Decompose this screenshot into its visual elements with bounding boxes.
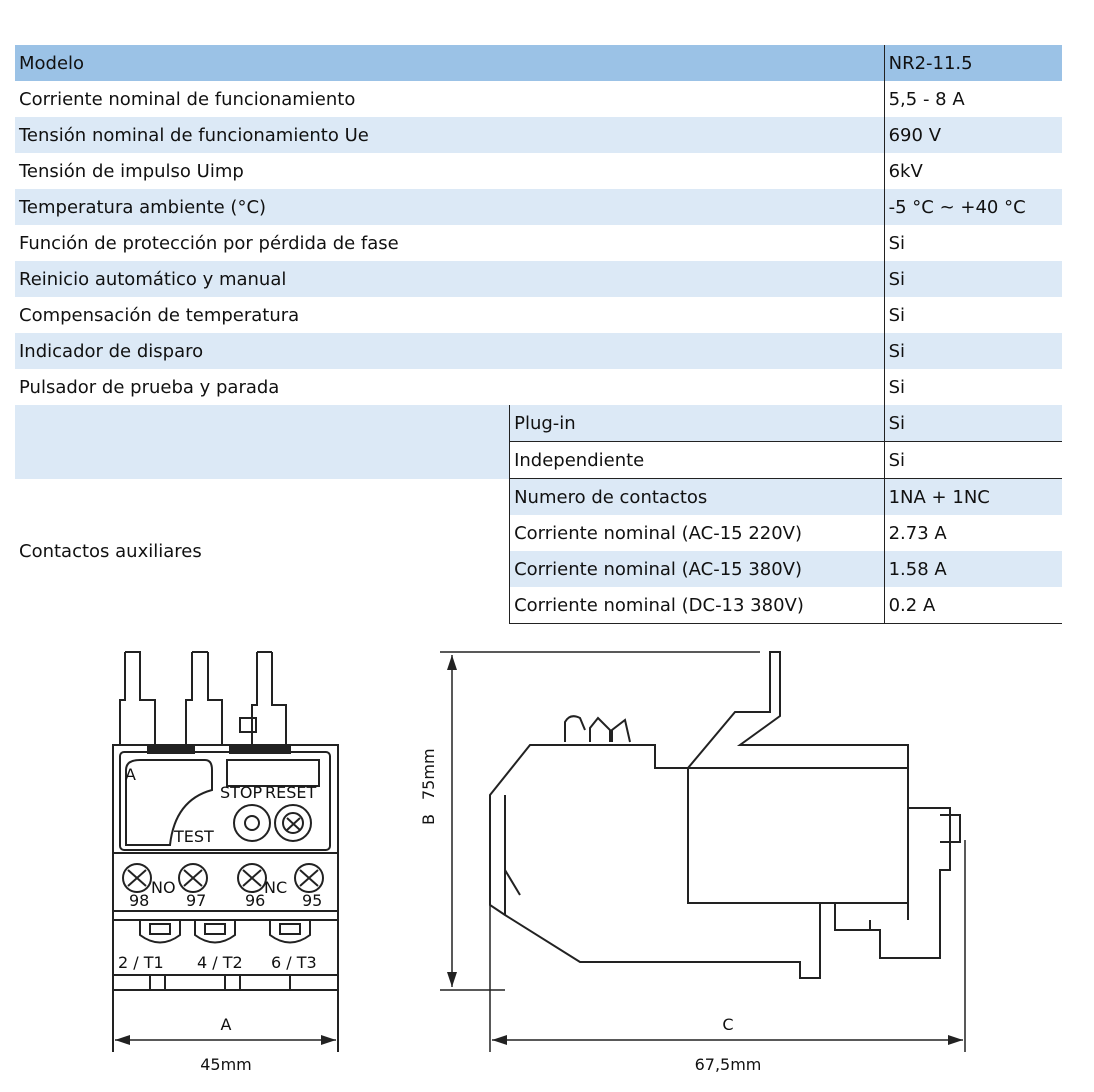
aux-value: 1.58 A: [883, 551, 1062, 587]
aux-sub-label: Corriente nominal (AC-15 220V): [509, 515, 885, 551]
dial-a-mark: A: [125, 765, 136, 784]
aux-value: 1NA + 1NC: [883, 478, 1062, 515]
mounting-sub-label: Independiente: [509, 441, 885, 479]
table-row: Corriente nominal de funcionamiento 5,5 …: [15, 81, 1062, 117]
row-value: Si: [883, 225, 1062, 261]
terminal-label: 2 / T1: [118, 953, 164, 972]
mounting-label-cell: [15, 405, 510, 479]
no-label: NO: [151, 878, 176, 897]
aux-sub-label: Corriente nominal (DC-13 380V): [509, 587, 885, 624]
dim-b-letter: B: [419, 814, 438, 825]
table-row-aux: Corriente nominal (AC-15 220V) 2.73 A: [15, 515, 1062, 551]
row-label: Indicador de disparo: [15, 333, 885, 369]
mounting-sub-label: Plug-in: [509, 405, 885, 442]
test-label: TEST: [173, 827, 214, 846]
table-row-aux: Contactos auxiliares Numero de contactos…: [15, 478, 1062, 624]
table-row-aux: Corriente nominal (DC-13 380V) 0.2 A: [15, 587, 1062, 624]
aux-label: Contactos auxiliares: [15, 478, 510, 624]
stop-label: STOP: [220, 783, 263, 802]
table-row: Temperatura ambiente (°C) -5 °C ~ +40 °C: [15, 189, 1062, 225]
row-label: Temperatura ambiente (°C): [15, 189, 885, 225]
table-row: Función de protección por pérdida de fas…: [15, 225, 1062, 261]
mounting-value: Si: [883, 441, 1062, 479]
width-arrow-left: [492, 1035, 507, 1045]
row-value: 690 V: [883, 117, 1062, 153]
contact-number: 97: [186, 891, 206, 910]
contact-number: 95: [302, 891, 322, 910]
dim-a-letter: A: [221, 1015, 232, 1034]
contact-number: 96: [245, 891, 265, 910]
table-row: Tensión de impulso Uimp 6kV: [15, 153, 1062, 189]
row-value: 6kV: [883, 153, 1062, 189]
side-view-drawing: [489, 651, 961, 979]
front-view-dimension: [115, 1035, 336, 1045]
row-value: Si: [883, 333, 1062, 369]
row-label: Reinicio automático y manual: [15, 261, 885, 297]
row-value: Si: [883, 297, 1062, 333]
nc-label: NC: [264, 878, 287, 897]
row-label: Tensión nominal de funcionamiento Ue: [15, 117, 885, 153]
row-label: Tensión de impulso Uimp: [15, 153, 885, 189]
row-value: 5,5 - 8 A: [883, 81, 1062, 117]
row-label: Pulsador de prueba y parada: [15, 369, 885, 405]
row-label: Función de protección por pérdida de fas…: [15, 225, 885, 261]
table-row-mounting-independent: Independiente Si: [15, 441, 1062, 479]
mounting-value: Si: [883, 405, 1062, 442]
table-header-row: Modelo NR2-11.5: [15, 45, 1062, 81]
dim-b-value: 75mm: [419, 748, 438, 800]
height-arrow-top: [447, 655, 457, 670]
table-row-mounting-plugin: Plug-in Si: [15, 405, 1062, 479]
side-view-width-dimension: [489, 820, 966, 1052]
row-value: Si: [883, 369, 1062, 405]
side-view-height-dimension: [440, 651, 760, 991]
table-row: Compensación de temperatura Si: [15, 297, 1062, 333]
table-row: Pulsador de prueba y parada Si: [15, 369, 1062, 405]
contact-number: 98: [129, 891, 149, 910]
front-view-drawing: [112, 651, 339, 1052]
spec-table: Modelo NR2-11.5 Corriente nominal de fun…: [15, 45, 1062, 624]
table-row: Reinicio automático y manual Si: [15, 261, 1062, 297]
table-row-aux: Corriente nominal (AC-15 380V) 1.58 A: [15, 551, 1062, 587]
height-arrow-bottom: [447, 972, 457, 987]
technical-drawings: A STOP RESET TEST NO NC 98 97 96 95 2 / …: [112, 651, 966, 1074]
aux-sub-label: Numero de contactos: [509, 478, 885, 515]
reset-label: RESET: [265, 783, 316, 802]
dim-a-value: 45mm: [200, 1055, 252, 1074]
aux-value: 2.73 A: [883, 515, 1062, 551]
aux-sub-label: Corriente nominal (AC-15 380V): [509, 551, 885, 587]
row-value: -5 °C ~ +40 °C: [883, 189, 1062, 225]
dim-c-value: 67,5mm: [695, 1055, 762, 1074]
terminal-label: 6 / T3: [271, 953, 317, 972]
header-label: Modelo: [15, 45, 885, 81]
table-row: Tensión nominal de funcionamiento Ue 690…: [15, 117, 1062, 153]
row-label: Compensación de temperatura: [15, 297, 885, 333]
table-row: Indicador de disparo Si: [15, 333, 1062, 369]
row-value: Si: [883, 261, 1062, 297]
dim-c-letter: C: [722, 1015, 733, 1034]
terminal-label: 4 / T2: [197, 953, 243, 972]
header-value: NR2-11.5: [883, 45, 1062, 81]
width-arrow-right: [948, 1035, 963, 1045]
aux-value: 0.2 A: [883, 587, 1062, 624]
row-label: Corriente nominal de funcionamiento: [15, 81, 885, 117]
